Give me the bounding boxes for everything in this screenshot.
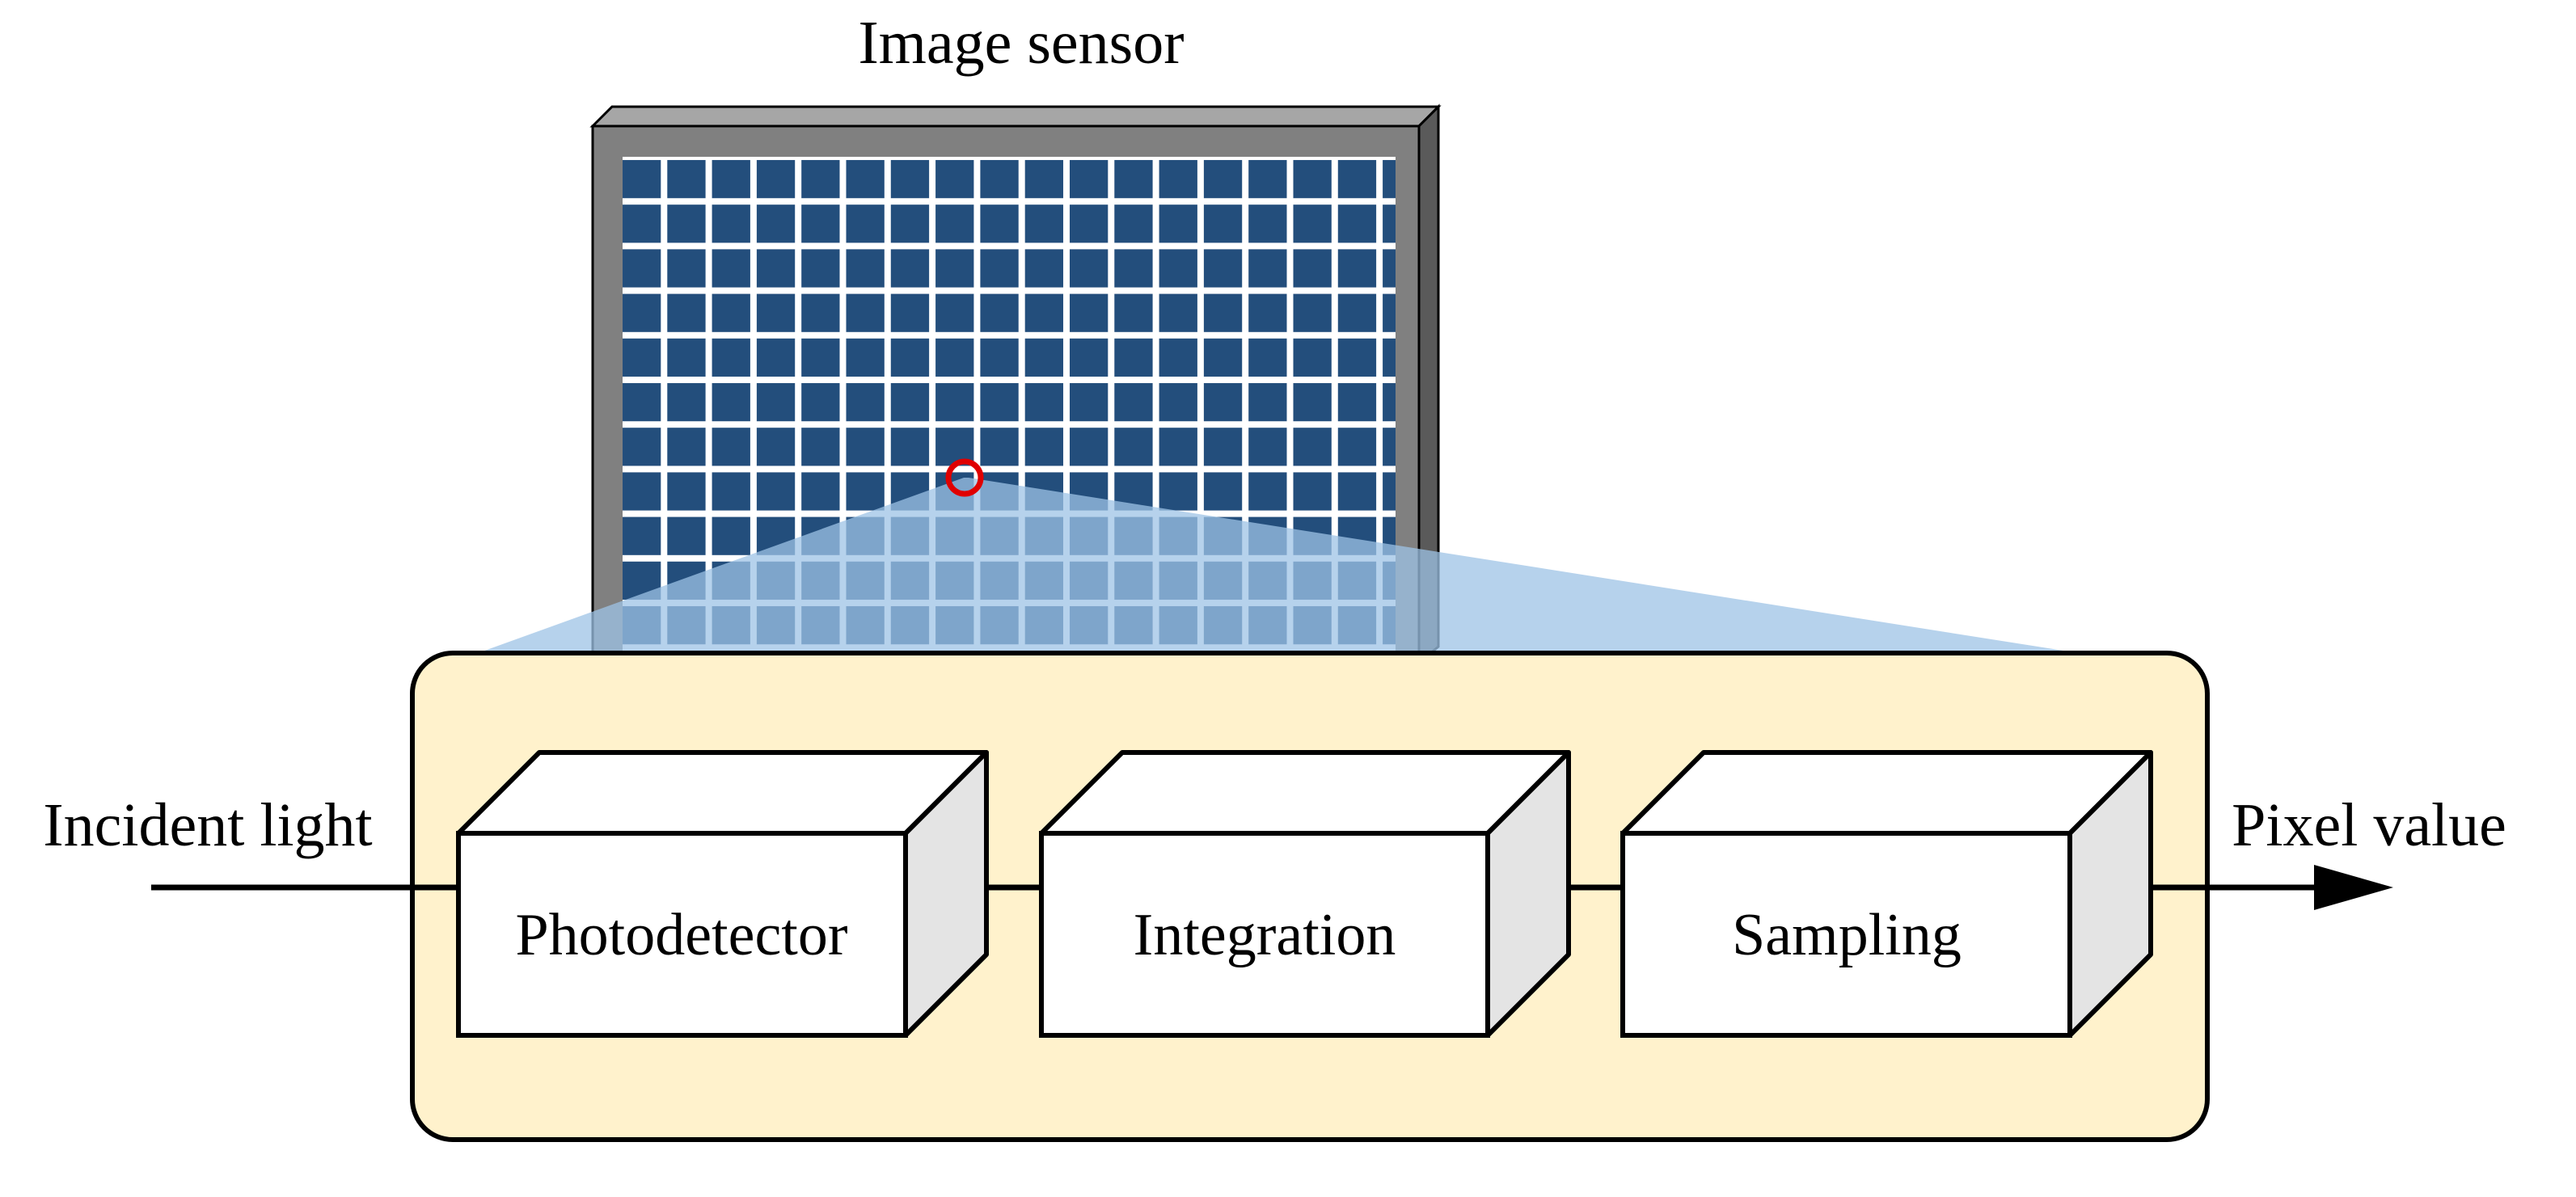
zoom-beam [469,478,2099,656]
sampling-label: Sampling [1732,902,1962,968]
block-front-face [1620,831,2072,1038]
block-top-face [456,750,989,836]
stage-sampling: Sampling [1620,750,2153,1038]
block-front-face [456,831,908,1038]
pixel-marker [945,458,984,497]
block-top-face [1039,750,1571,836]
incident-light-label: Incident light [43,791,372,859]
image-sensor-title: Image sensor [858,9,1184,77]
photodetector-label: Photodetector [515,902,847,968]
sensor-frame-top [589,105,1442,128]
pixel-value-label: Pixel value [2232,791,2506,859]
block-top-face [1620,750,2153,836]
integration-label: Integration [1134,902,1396,968]
stage-integration: Integration [1039,750,1571,1038]
block-front-face [1039,831,1490,1038]
output-arrowhead [2314,865,2393,910]
stage-photodetector: Photodetector [456,750,989,1038]
